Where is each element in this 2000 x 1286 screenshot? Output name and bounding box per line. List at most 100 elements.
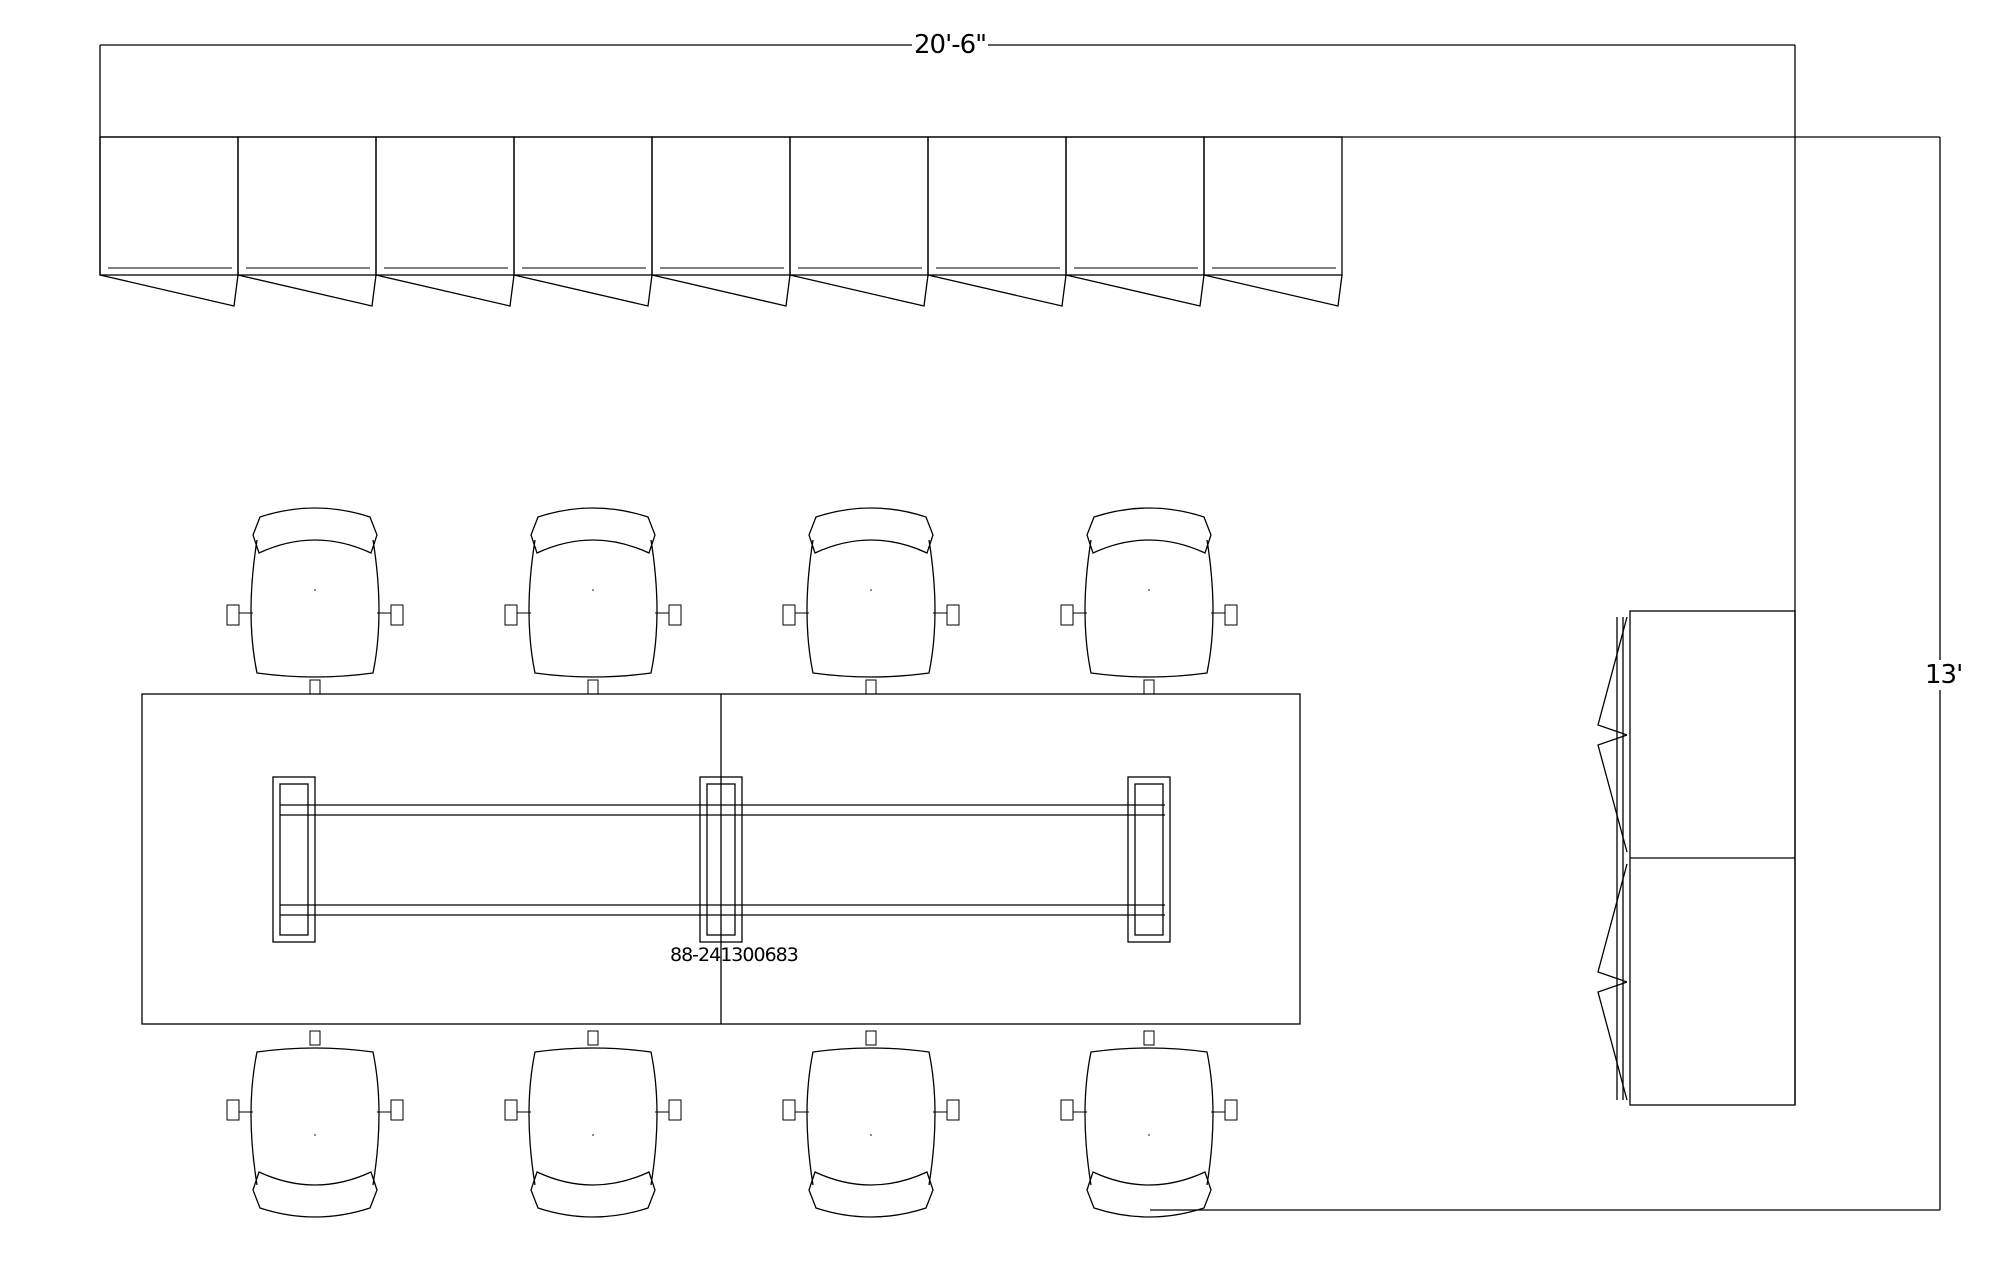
chair bbox=[226, 507, 404, 695]
wall-cabinet-box bbox=[651, 136, 791, 276]
wall-cabinets-row bbox=[99, 136, 1343, 307]
side-cabinet bbox=[1597, 610, 1796, 1106]
chair-arm-right bbox=[946, 604, 960, 626]
chair-base bbox=[865, 1030, 877, 1046]
chair-center bbox=[870, 589, 872, 591]
wall-cabinet-box bbox=[513, 136, 653, 276]
wall-cabinet-box bbox=[99, 136, 239, 276]
chair-center bbox=[314, 589, 316, 591]
wall-cabinet-door-swing bbox=[237, 274, 377, 307]
wall-cabinet-door-swing bbox=[927, 274, 1067, 307]
chair-base bbox=[587, 679, 599, 695]
wall-cabinet-box bbox=[237, 136, 377, 276]
wall-cabinet bbox=[927, 136, 1067, 307]
chair-back bbox=[808, 1171, 934, 1218]
side-door-swing-lower bbox=[1597, 981, 1628, 1101]
chair-back bbox=[530, 1171, 656, 1218]
chair-back bbox=[530, 507, 656, 554]
chair-back bbox=[252, 1171, 378, 1218]
chair-center bbox=[592, 589, 594, 591]
chair-center bbox=[1148, 1134, 1150, 1136]
table-leg-left bbox=[272, 776, 316, 943]
chair-arm-left bbox=[1060, 604, 1074, 626]
chair-center bbox=[592, 1134, 594, 1136]
chair bbox=[1060, 1030, 1238, 1218]
wall-cabinet bbox=[1065, 136, 1205, 307]
chair-arm-left bbox=[782, 604, 796, 626]
chair-seat bbox=[528, 1047, 658, 1186]
table-leg-center-inner bbox=[706, 783, 736, 936]
chair-seat bbox=[1084, 1047, 1214, 1186]
chair-arm-right bbox=[668, 604, 682, 626]
chair-base bbox=[309, 679, 321, 695]
chair-arm-left bbox=[1060, 1099, 1074, 1121]
wall-cabinet-door-swing bbox=[789, 274, 929, 307]
chair-back bbox=[252, 507, 378, 554]
chair bbox=[782, 1030, 960, 1218]
dimension-width-label: 20'-6" bbox=[912, 30, 989, 60]
chair-center bbox=[870, 1134, 872, 1136]
wall-cabinet-door-swing bbox=[1203, 274, 1343, 307]
chair-seat bbox=[806, 1047, 936, 1186]
chair-seat bbox=[528, 539, 658, 678]
chair-back bbox=[1086, 507, 1212, 554]
chair bbox=[1060, 507, 1238, 695]
wall-cabinet-door-swing bbox=[99, 274, 239, 307]
chairs-top-row bbox=[226, 507, 1238, 695]
chair-seat bbox=[806, 539, 936, 678]
wall-cabinet bbox=[237, 136, 377, 307]
wall-cabinet bbox=[1203, 136, 1343, 307]
chair-arm-right bbox=[390, 1099, 404, 1121]
chair bbox=[782, 507, 960, 695]
chair bbox=[504, 1030, 682, 1218]
wall-cabinet bbox=[651, 136, 791, 307]
chair-arm-right bbox=[946, 1099, 960, 1121]
chair-back bbox=[1086, 1171, 1212, 1218]
table-tag-label: 88-241300683 bbox=[670, 944, 799, 966]
chair-arm-right bbox=[1224, 604, 1238, 626]
wall-cabinet-box bbox=[1065, 136, 1205, 276]
side-door-swing-lower bbox=[1597, 863, 1628, 983]
chair-center bbox=[314, 1134, 316, 1136]
chairs-bottom-row bbox=[226, 1030, 1238, 1218]
chair bbox=[504, 507, 682, 695]
chair-arm-left bbox=[504, 1099, 518, 1121]
chair-seat bbox=[250, 1047, 380, 1186]
dimension-height-label: 13' bbox=[1925, 660, 1963, 690]
table-leg-right-inner bbox=[1134, 783, 1164, 936]
wall-cabinet-door-swing bbox=[1065, 274, 1205, 307]
side-door-swing-upper bbox=[1597, 616, 1628, 736]
table-leg-left-inner bbox=[279, 783, 309, 936]
chair-back bbox=[808, 507, 934, 554]
wall-cabinet bbox=[99, 136, 239, 307]
chair-arm-left bbox=[226, 604, 240, 626]
table-leg-center bbox=[699, 776, 743, 943]
chair-seat bbox=[250, 539, 380, 678]
chair-center bbox=[1148, 589, 1150, 591]
chair-base bbox=[1143, 679, 1155, 695]
chair-seat bbox=[1084, 539, 1214, 678]
wall-cabinet-box bbox=[927, 136, 1067, 276]
table-leg-right bbox=[1127, 776, 1171, 943]
chair-arm-right bbox=[1224, 1099, 1238, 1121]
chair bbox=[226, 1030, 404, 1218]
chair-base bbox=[1143, 1030, 1155, 1046]
wall-cabinet-door-swing bbox=[513, 274, 653, 307]
chair-arm-left bbox=[504, 604, 518, 626]
chair-arm-left bbox=[226, 1099, 240, 1121]
chair-arm-left bbox=[782, 1099, 796, 1121]
wall-cabinet bbox=[375, 136, 515, 307]
chair-base bbox=[865, 679, 877, 695]
wall-cabinet-box bbox=[375, 136, 515, 276]
wall-cabinet-box bbox=[1203, 136, 1343, 276]
wall-cabinet-door-swing bbox=[651, 274, 791, 307]
wall-cabinet-door-swing bbox=[375, 274, 515, 307]
chair-arm-right bbox=[390, 604, 404, 626]
chair-base bbox=[587, 1030, 599, 1046]
wall-cabinet bbox=[513, 136, 653, 307]
wall-cabinet-box bbox=[789, 136, 929, 276]
chair-base bbox=[309, 1030, 321, 1046]
conference-table bbox=[141, 693, 1301, 1025]
wall-cabinet bbox=[789, 136, 929, 307]
